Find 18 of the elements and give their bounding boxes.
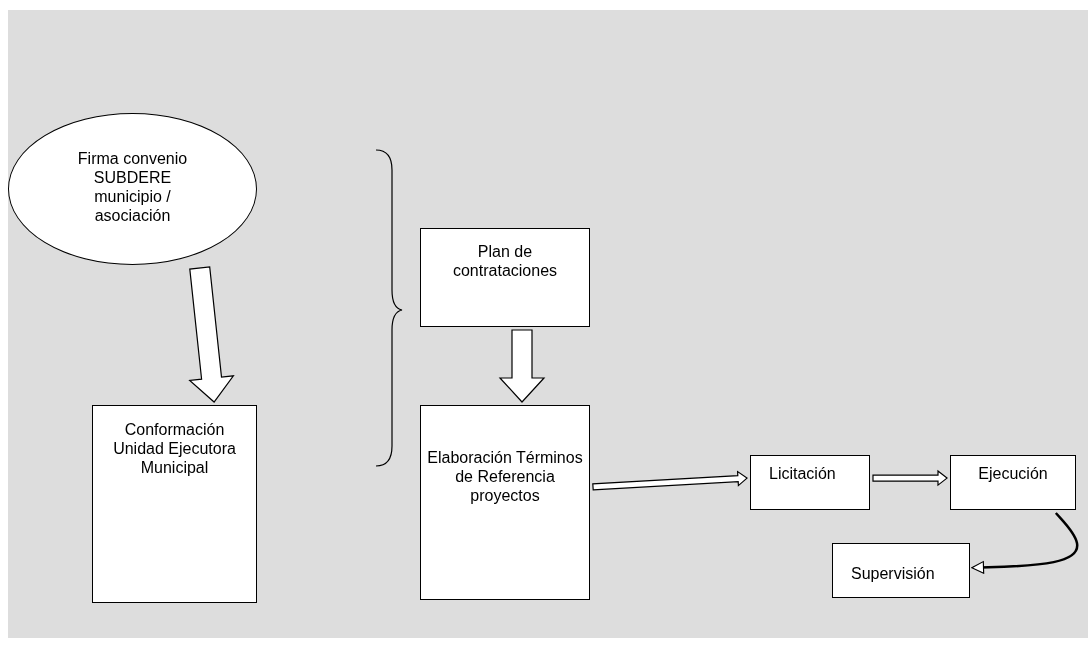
node-label: Elaboración Términos de Referencia proyectos [427, 448, 583, 505]
node-label: Firma convenio SUBDERE municipio / asociación [76, 149, 189, 225]
process-box [750, 455, 870, 510]
node-label: Conformación Unidad Ejecutora Municipal [112, 420, 237, 477]
arrow [872, 469, 948, 487]
node-label: Supervisión [851, 564, 936, 583]
arrow [498, 329, 546, 403]
process-box [832, 543, 970, 598]
process-box [420, 405, 590, 600]
process-box [420, 228, 590, 327]
node-label: Ejecución [977, 464, 1049, 483]
process-box [950, 455, 1076, 510]
node-label: Licitación [769, 464, 837, 483]
arrow [971, 512, 1079, 574]
node-label: Plan de contrataciones [451, 242, 559, 280]
arrow [592, 470, 748, 491]
arrow [188, 266, 235, 403]
process-box [92, 405, 257, 603]
